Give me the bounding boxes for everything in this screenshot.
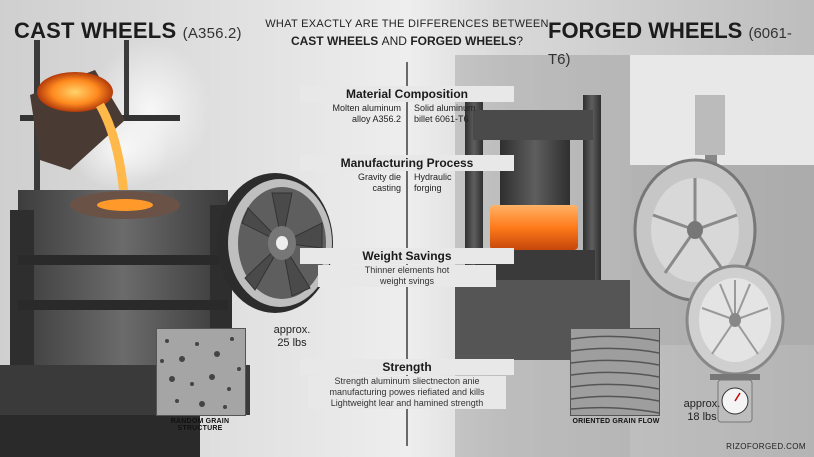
cast-spec: (A356.2) — [182, 25, 242, 42]
cast-wheels-title: CAST WHEELS (A356.2) — [14, 18, 242, 44]
cast-weight-label: approx. 25 lbs — [273, 324, 311, 349]
oriented-grain-micrograph — [570, 328, 660, 416]
strength-title: Strength — [300, 359, 514, 375]
question-line2: CAST WHEELS AND FORGED WHEELS? — [258, 33, 556, 50]
weight-savings-text: Thinner elements hot weight svings — [318, 265, 496, 287]
forged-wheel-scale-image — [685, 264, 785, 423]
process-cast-text: Gravity die casting — [357, 172, 401, 193]
random-grain-caption: RANDOM GRAIN STRUCTURE — [170, 418, 230, 432]
question-forged: FORGED WHEELS — [410, 34, 517, 48]
question-line1: WHAT EXACTLY ARE THE DIFFERENCES BETWEEN — [265, 18, 549, 30]
forged-title-text: FORGED WHEELS — [548, 18, 743, 43]
material-cast-text: Molten aluminum alloy A356.2 — [332, 103, 401, 124]
watermark: RIZOFORGED.COM — [726, 442, 806, 451]
oriented-grain-caption: ORIENTED GRAIN FLOW — [572, 418, 660, 425]
weight-savings-title: Weight Savings — [300, 248, 514, 264]
cast-title-text: CAST WHEELS — [14, 18, 177, 43]
question-cast: CAST WHEELS — [290, 34, 379, 48]
process-forged-text: Hydraulic forging — [414, 172, 452, 193]
manufacturing-process-title: Manufacturing Process — [300, 155, 514, 171]
question-and: AND — [381, 34, 407, 48]
forged-wheels-title: FORGED WHEELS (6061-T6) — [548, 18, 814, 70]
forged-spec: (6061-T6) — [548, 25, 792, 68]
material-forged-text: Solid aluminum billet 6061-T6 — [414, 103, 476, 124]
cast-wheel-image — [217, 173, 333, 313]
strength-text: Strength aluminum sliectnecton anie manu… — [308, 376, 506, 409]
forged-weight-label: approx. 18 lbs — [683, 398, 721, 423]
random-grain-micrograph — [156, 328, 246, 416]
material-composition-title: Material Composition — [300, 86, 514, 102]
question-mark: ? — [516, 34, 524, 48]
question-heading: WHAT EXACTLY ARE THE DIFFERENCES BETWEEN… — [258, 16, 556, 50]
